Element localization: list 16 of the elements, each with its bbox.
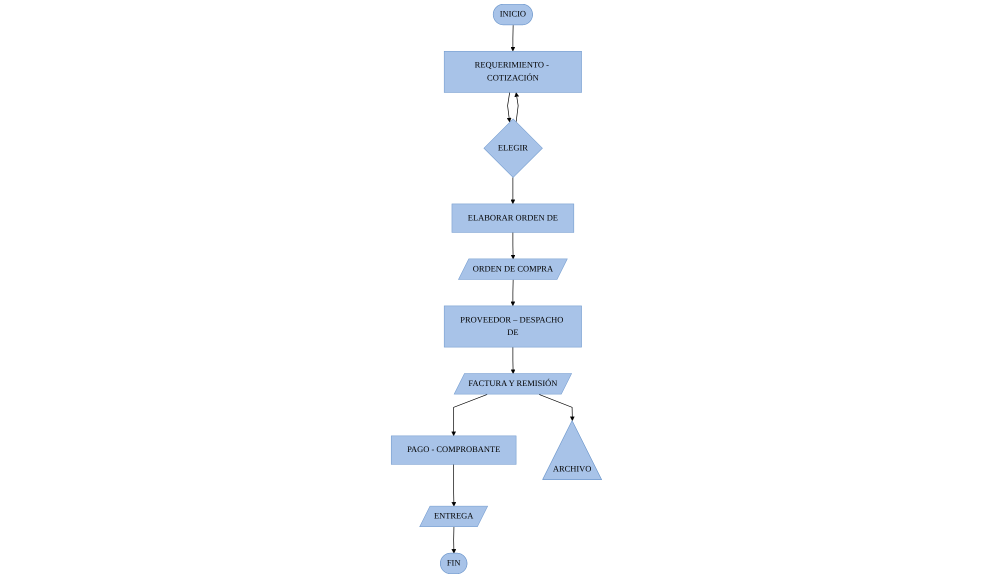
arrow bbox=[510, 279, 515, 306]
arrow bbox=[510, 24, 515, 52]
arrow bbox=[451, 464, 456, 507]
arrow bbox=[510, 346, 515, 374]
arrow bbox=[451, 526, 456, 554]
arrow bbox=[450, 394, 488, 436]
node-box: REQUERIMIENTO - COTIZACIÓN bbox=[443, 51, 582, 93]
arrow bbox=[538, 394, 574, 422]
node-diamond: ELEGIR bbox=[483, 118, 542, 178]
arrow bbox=[510, 177, 515, 204]
node-box: PROVEEDOR – DESPACHO DE bbox=[443, 306, 582, 348]
arrow bbox=[510, 232, 515, 260]
arrow bbox=[506, 92, 511, 122]
arrow bbox=[514, 92, 519, 122]
node-box: PAGO - COMPROBANTE bbox=[390, 436, 516, 465]
node-box: ELABORAR ORDEN DE bbox=[451, 204, 574, 233]
